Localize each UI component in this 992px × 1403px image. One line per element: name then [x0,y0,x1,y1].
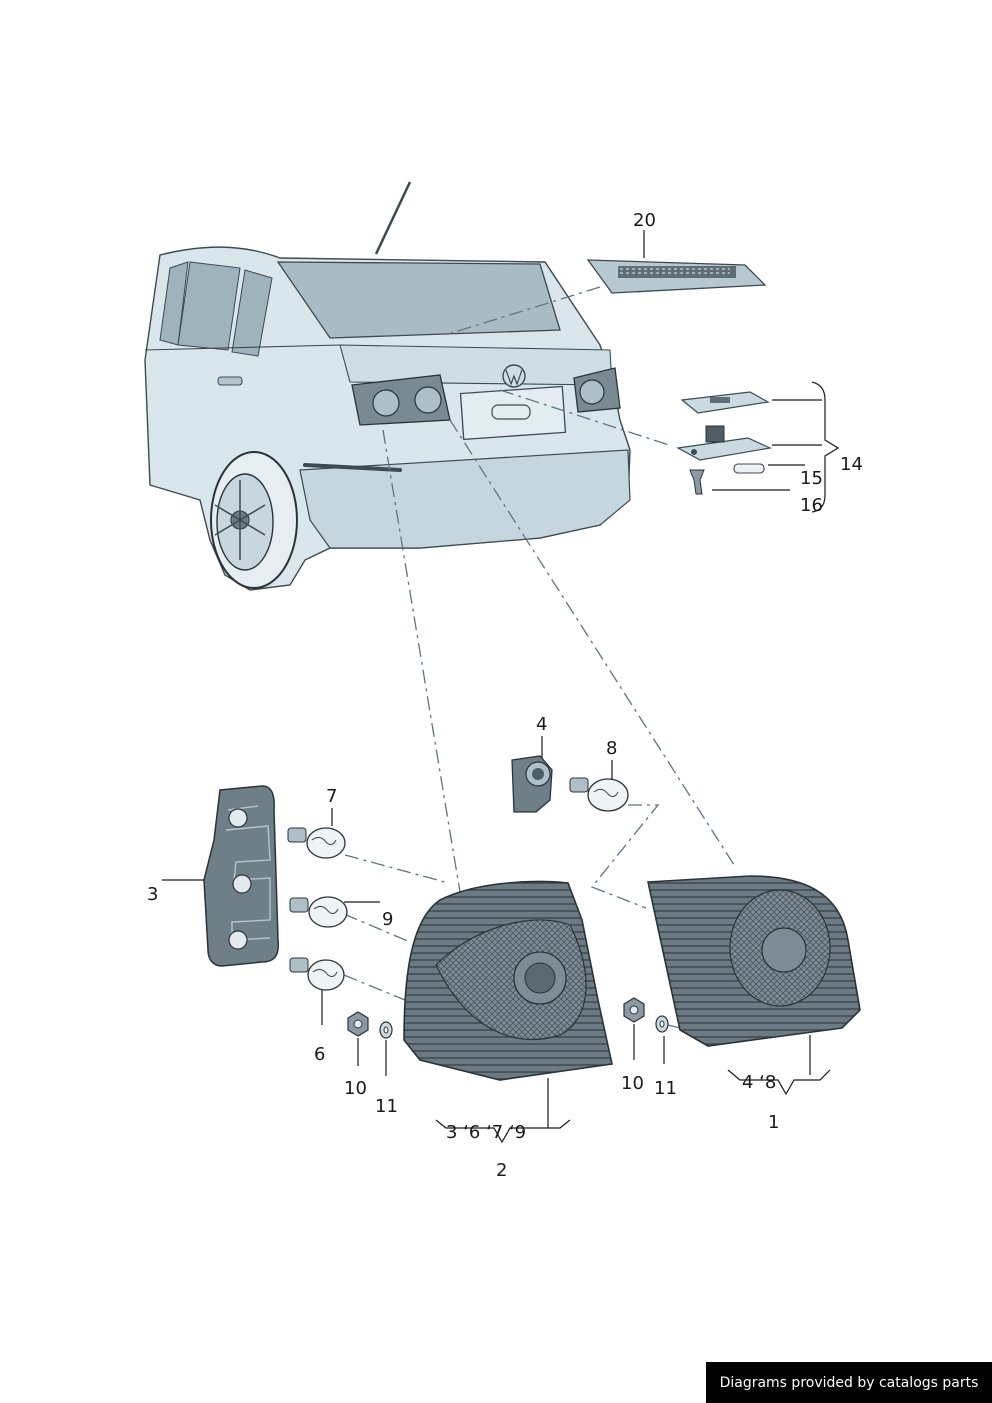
bulb-holder [203,785,280,967]
tail-lamp-outer [403,880,613,1081]
callout-1: 1 [768,1112,780,1133]
callout-11-right: 11 [654,1078,677,1099]
callout-4: 4 [536,714,548,735]
callout-8: 8 [606,738,618,759]
license-plate-light [676,391,773,495]
callout-9: 9 [382,909,394,930]
high-mount-brake-light [586,259,767,294]
nut-right [623,997,645,1023]
credit-text: Diagrams provided by catalogs parts [719,1374,979,1391]
tail-lamp-inner [647,875,861,1047]
washer-right [655,1015,669,1033]
bulb-8 [569,777,629,812]
car-illustration [144,181,631,591]
bulb-7 [287,827,346,859]
callout-20: 20 [633,210,656,231]
callout-16: 16 [800,495,823,516]
callout-10-left: 10 [344,1078,367,1099]
callout-7: 7 [326,786,338,807]
callout-3: 3 [147,884,159,905]
nut-left [347,1011,369,1037]
callout-6: 6 [314,1044,326,1065]
callout-2: 2 [496,1160,508,1181]
bulb-9 [289,896,348,928]
socket-4 [511,755,553,813]
washer-left [379,1021,393,1039]
callout-10-right: 10 [621,1073,644,1094]
callout-group-1-parts: 4 ‘8 [742,1072,777,1093]
callout-group-2-parts: 3 ‘6 ‘7 ‘9 [446,1122,527,1143]
callout-14: 14 [840,454,863,475]
bulb-6 [289,957,345,991]
credit-banner: Diagrams provided by catalogs parts [706,1362,992,1403]
callout-11-left: 11 [375,1096,398,1117]
callout-15: 15 [800,468,823,489]
